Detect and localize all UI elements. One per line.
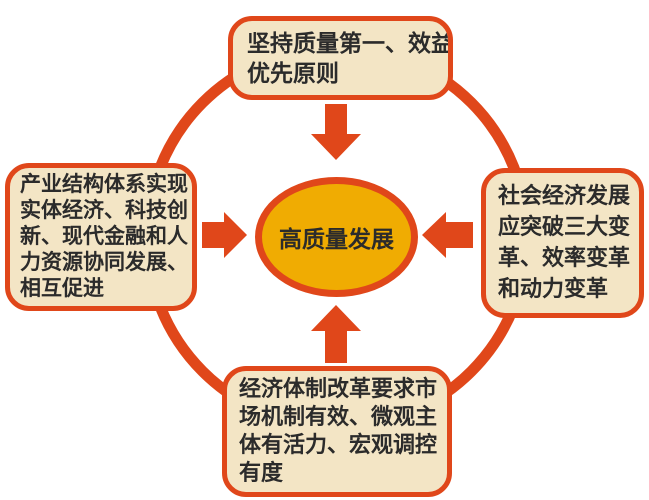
box-line: 经济体制改革要求市 <box>239 376 438 401</box>
arrow-right-icon <box>202 212 247 258</box>
box-line: 相互促进 <box>20 277 104 300</box>
box-line: 应突破三大变 <box>498 214 631 239</box>
arrow-down-icon <box>311 104 361 160</box>
box-line: 有度 <box>239 460 284 485</box>
box-line: 坚持质量第一、效益 <box>247 30 453 56</box>
box-line: 革、效率变革 <box>498 245 631 270</box>
box-line: 产业结构体系实现 <box>20 173 188 196</box>
box-line: 社会经济发展 <box>498 183 631 208</box>
center-node-high-quality-development: 高质量发展 <box>255 177 418 297</box>
left-box-industrial-structure: 产业结构体系实现 实体经济、科技创 新、现代金融和人 力资源协同发展、 相互促进 <box>5 163 197 311</box>
right-box-three-reforms: 社会经济发展 应突破三大变 革、效率变革 和动力变革 <box>481 168 644 318</box>
box-line: 和动力变革 <box>498 276 609 301</box>
box-line: 实体经济、科技创 <box>20 199 188 222</box>
center-node-label: 高质量发展 <box>279 226 394 252</box>
arrow-left-icon <box>422 212 473 258</box>
arrow-up-icon <box>311 305 361 363</box>
box-line: 体有活力、宏观调控 <box>239 432 438 457</box>
box-line: 力资源协同发展、 <box>20 251 188 274</box>
top-box-quality-first: 坚持质量第一、效益 优先原则 <box>228 16 453 100</box>
box-line: 优先原则 <box>247 60 339 86</box>
bottom-box-economic-reform: 经济体制改革要求市 场机制有效、微观主 体有活力、宏观调控 有度 <box>222 366 452 497</box>
box-line: 场机制有效、微观主 <box>239 404 438 429</box>
box-line: 新、现代金融和人 <box>20 225 188 248</box>
